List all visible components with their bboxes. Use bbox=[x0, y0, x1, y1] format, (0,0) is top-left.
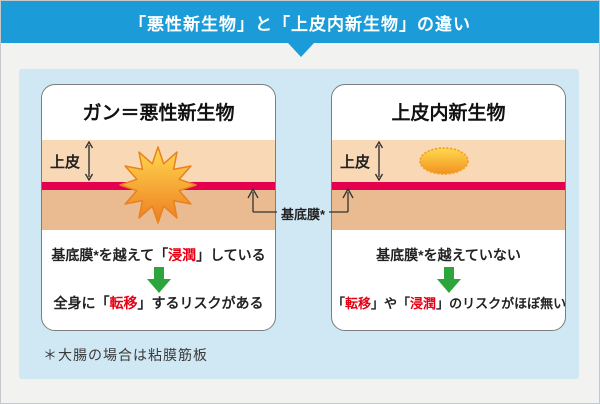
down-arrow-icon bbox=[437, 267, 461, 293]
membrane-callout: 基底膜* bbox=[241, 184, 373, 224]
membrane-pointer-arrow-icon bbox=[247, 187, 354, 213]
in-situ-tumor-ellipse bbox=[419, 147, 469, 175]
footnote: ＊大腸の場合は粘膜筋板 bbox=[43, 347, 208, 363]
header-pointer-icon bbox=[288, 43, 314, 57]
statement-invasion: 基底膜*を越えて「浸潤」している bbox=[51, 247, 266, 263]
statement-metastasis: 全身に「転移」するリスクがある bbox=[53, 295, 264, 311]
epithelium-label: 上皮 bbox=[339, 154, 370, 171]
subepithelial-band bbox=[332, 190, 565, 230]
malignant-tumor-starburst bbox=[119, 146, 197, 224]
card-malignant: ガン＝悪性新生物 上皮 基底膜*を越えて「浸潤」している bbox=[41, 84, 276, 331]
basement-membrane-label: 基底膜* bbox=[280, 207, 326, 222]
basement-membrane bbox=[332, 182, 565, 190]
header-bar: 「悪性新生物」と「上皮内新生物」の違い bbox=[1, 1, 599, 43]
down-arrow-icon bbox=[147, 267, 171, 293]
epithelium-extent-arrow-icon bbox=[374, 141, 384, 181]
card-in-situ: 上皮内新生物 上皮 基底膜*を越えていない bbox=[331, 84, 566, 331]
page-title: 「悪性新生物」と「上皮内新生物」の違い bbox=[129, 14, 471, 34]
statement-low-risk: 「転移」や「浸潤」のリスクがほぼ無い bbox=[332, 296, 566, 311]
card-in-situ-title: 上皮内新生物 bbox=[391, 103, 506, 124]
epithelium-label: 上皮 bbox=[49, 154, 80, 171]
epithelium-extent-arrow-icon bbox=[84, 141, 94, 181]
statement-no-invasion: 基底膜*を越えていない bbox=[376, 247, 521, 263]
content-panel: ガン＝悪性新生物 上皮 基底膜*を越えて「浸潤」している bbox=[19, 69, 579, 379]
card-malignant-title: ガン＝悪性新生物 bbox=[82, 103, 235, 124]
